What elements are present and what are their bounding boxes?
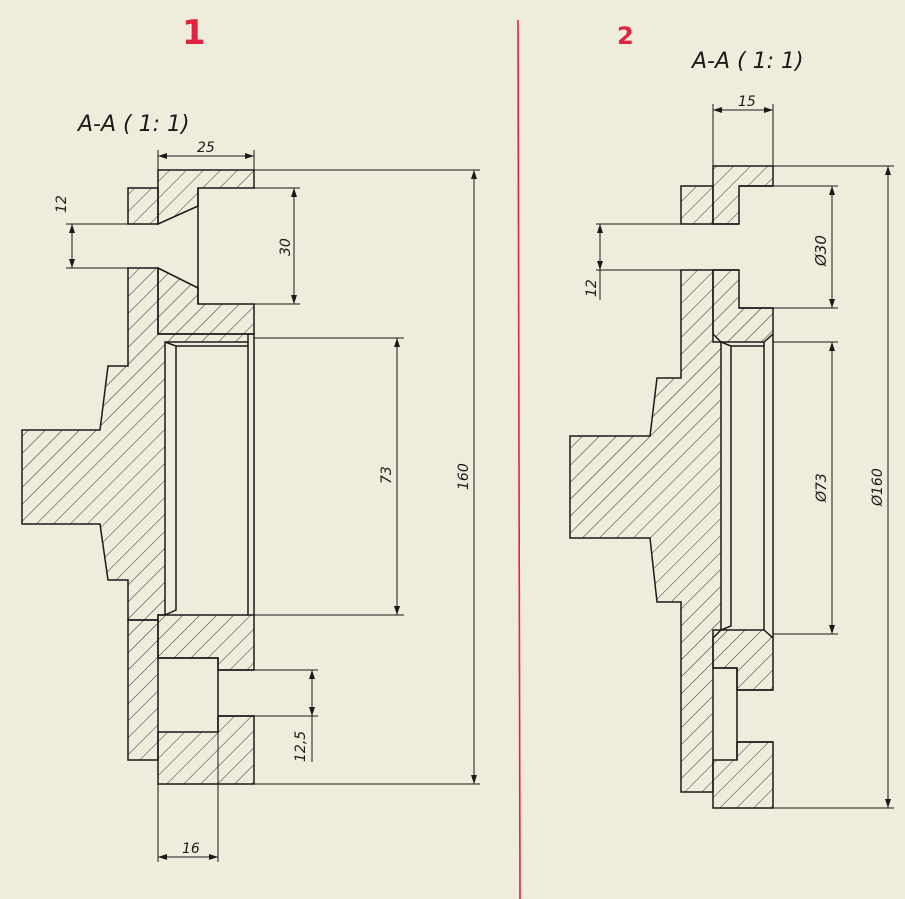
counterbore-outline — [158, 657, 254, 732]
ring-lower-2 — [712, 629, 774, 691]
section-title-2: A-A ( 1: 1) — [690, 49, 804, 74]
ring-upper — [157, 169, 255, 226]
part-body-lower — [127, 619, 159, 761]
ring-upper-2 — [712, 165, 774, 225]
dim-1-12-5: 12,5 — [293, 731, 309, 762]
dim-1-73: 73 — [379, 466, 395, 484]
dim-2-d73: Ø73 — [814, 473, 830, 503]
dim-2-d30: Ø30 — [812, 235, 830, 267]
bore-lines — [164, 333, 255, 616]
dim-1-30: 30 — [278, 238, 294, 256]
ring-lower — [157, 614, 255, 671]
dim-1-160: 160 — [456, 463, 472, 490]
ring-upper-lower — [157, 266, 255, 335]
dim-2-12: 12 — [584, 279, 600, 297]
ring-lower-bottom — [157, 715, 255, 785]
dim-2-15: 15 — [738, 94, 756, 110]
part-body-2 — [569, 185, 722, 793]
dimension-arrows-1 — [69, 153, 477, 860]
ring-upper-2-lower — [712, 269, 774, 343]
dim-1-25: 25 — [197, 140, 215, 156]
dimension-lines-2 — [596, 104, 894, 809]
section-view-2: A-A ( 1: 1) — [569, 49, 894, 809]
dim-1-12: 12 — [54, 195, 70, 213]
bore-lines-2 — [720, 334, 774, 638]
hole-outline-2 — [713, 185, 773, 760]
section-view-1: A-A ( 1: 1) — [21, 112, 480, 862]
dimension-arrows-2 — [597, 107, 891, 808]
sheet-divider — [517, 19, 521, 899]
ring-lower-2-bottom — [712, 741, 774, 809]
variant-label-2: 2 — [617, 22, 634, 50]
variant-label-1: 1 — [182, 13, 206, 53]
dim-2-d160: Ø160 — [870, 468, 886, 507]
part-body-upper — [21, 187, 249, 621]
countersink-outline — [157, 188, 199, 304]
section-title-1: A-A ( 1: 1) — [76, 112, 190, 137]
dim-1-16: 16 — [182, 841, 200, 857]
